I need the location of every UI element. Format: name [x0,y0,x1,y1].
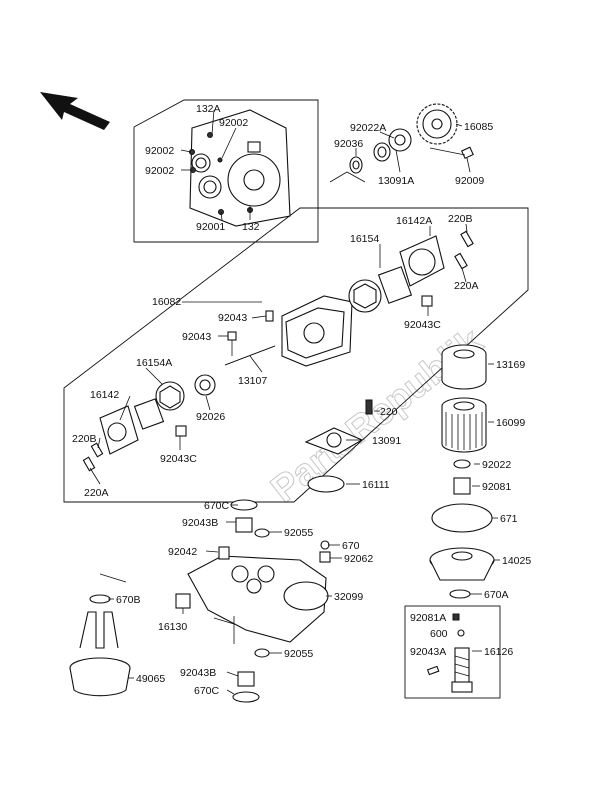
part-label-16130: 16130 [158,621,187,633]
part-label-16142: 16142 [90,389,119,401]
part-label-16082: 16082 [152,296,181,308]
part-label-13091: 13091 [372,435,401,447]
part-label-671: 671 [500,513,518,525]
part-label-92043C-left: 92043C [160,453,197,465]
part-labels: 132A 92002 92002 92002 92001 132 92022A … [72,103,531,697]
part-label-92043B-top: 92043B [182,517,218,529]
part-label-92002-left2: 92002 [145,165,174,177]
part-label-16142A: 16142A [396,215,432,227]
part-label-670C-top: 670C [204,500,230,512]
part-label-220: 220 [380,406,398,418]
part-label-92081: 92081 [482,481,511,493]
part-label-16085: 16085 [464,121,493,133]
pump-cover-part [189,109,291,227]
part-label-92022: 92022 [482,459,511,471]
front-direction-arrow-icon [40,92,110,130]
part-label-32099: 32099 [334,591,363,603]
part-label-16154: 16154 [350,233,379,245]
part-label-220A-left: 220A [84,487,109,499]
part-label-92081A: 92081A [410,612,446,624]
part-label-92062: 92062 [344,553,373,565]
part-label-92002-left1: 92002 [145,145,174,157]
part-label-16099: 16099 [496,417,525,429]
oil-pan-parts [69,499,331,703]
part-label-92022A: 92022A [350,122,386,134]
part-label-220B-right: 220B [448,213,473,225]
part-label-132A: 132A [196,103,221,115]
part-label-13091A: 13091A [378,175,414,187]
part-label-49065: 49065 [136,673,165,685]
relief-valve-frame [404,605,501,699]
part-label-16126: 16126 [484,646,513,658]
part-label-670C-bottom: 670C [194,685,220,697]
part-label-92036: 92036 [334,138,363,150]
part-label-220B-left: 220B [72,433,97,445]
drive-gear-part [329,103,474,183]
part-label-92009: 92009 [455,175,484,187]
part-label-670B: 670B [116,594,141,606]
part-label-92055-top: 92055 [284,527,313,539]
part-label-92001: 92001 [196,221,225,233]
part-label-670: 670 [342,540,360,552]
pump-housing-part [82,230,474,472]
part-label-92043-upper: 92043 [218,312,247,324]
part-label-14025: 14025 [502,555,531,567]
part-label-92055-bottom: 92055 [284,648,313,660]
part-label-92043A: 92043A [410,646,446,658]
part-label-92043C-right: 92043C [404,319,441,331]
part-label-16111: 16111 [362,479,390,491]
part-label-220A-right: 220A [454,280,479,292]
part-label-92042: 92042 [168,546,197,558]
part-label-600: 600 [430,628,448,640]
part-label-92043B-bottom: 92043B [180,667,216,679]
part-label-132: 132 [242,221,260,233]
pump-assembly-frame [63,207,529,503]
part-label-16154A: 16154A [136,357,172,369]
relief-valve-parts [426,613,473,693]
part-label-92002-top: 92002 [219,117,248,129]
part-label-670A: 670A [484,589,509,601]
part-label-13107: 13107 [238,375,267,387]
part-label-13169: 13169 [496,359,525,371]
part-label-92026: 92026 [196,411,225,423]
cover-inset-frame [133,99,319,243]
part-label-92043-lower: 92043 [182,331,211,343]
oil-filter-parts [304,344,495,599]
leader-lines [89,109,500,695]
